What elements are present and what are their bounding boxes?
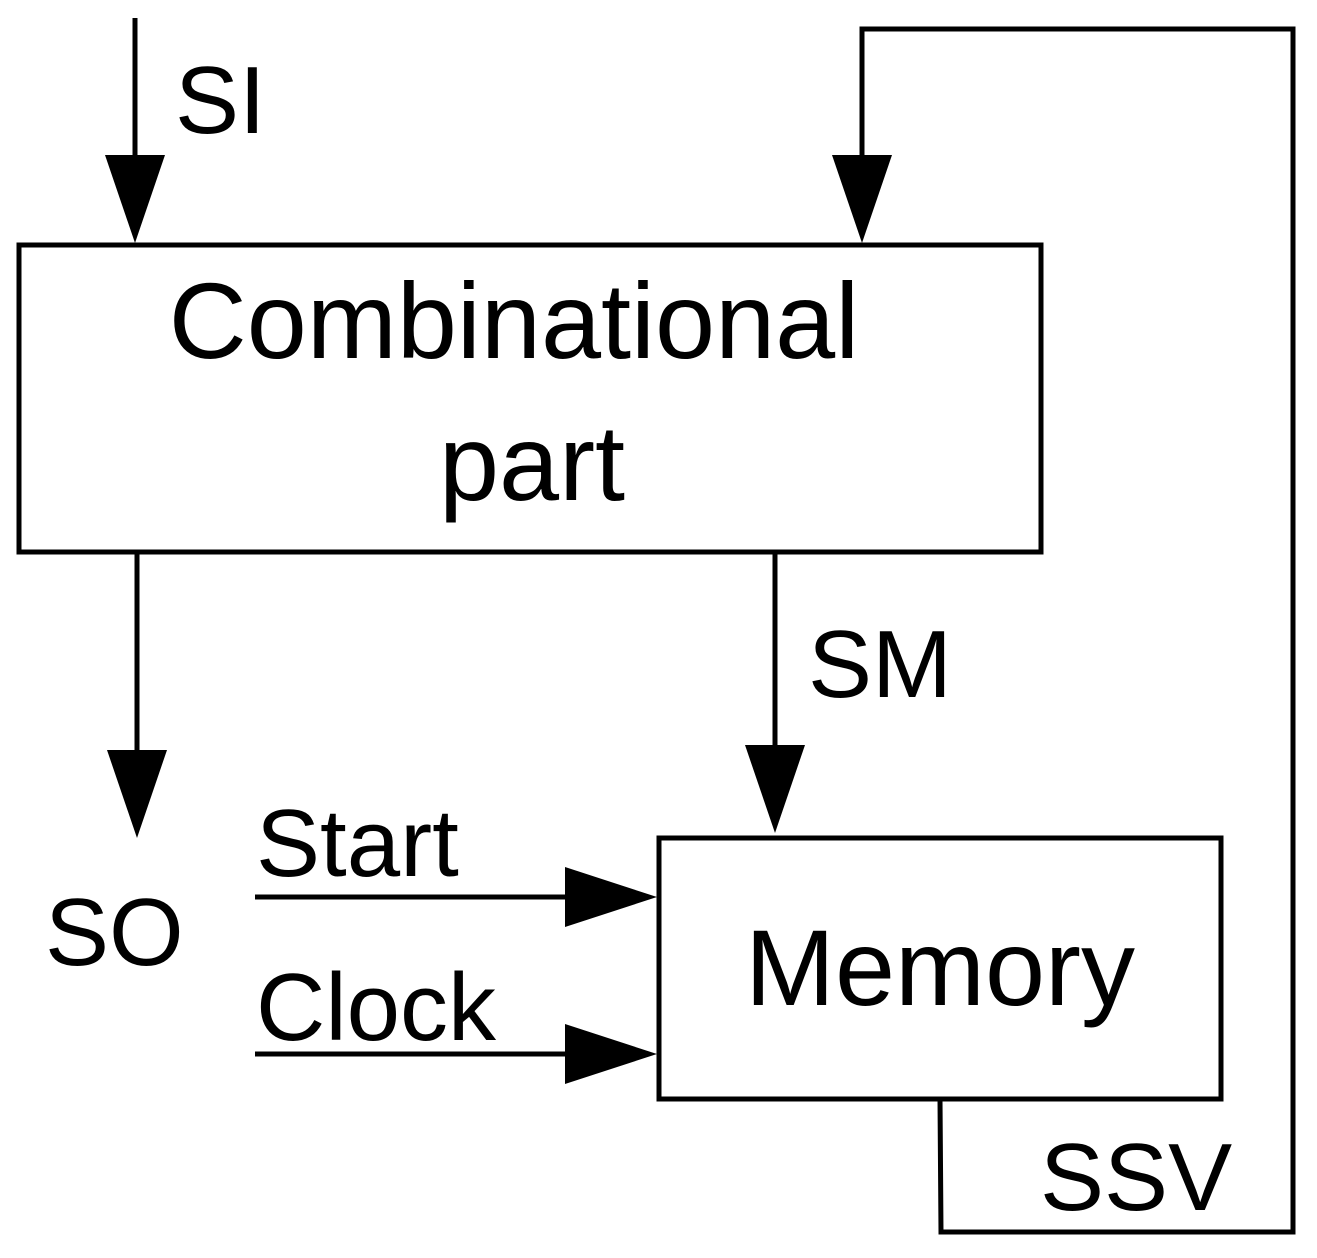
si-label: SI [175, 47, 266, 154]
ssv-label: SSV [1040, 1124, 1232, 1231]
sm-label: SM [808, 611, 952, 718]
start-arrowhead [565, 867, 657, 927]
so-arrowhead [107, 750, 167, 838]
combinational-label-line2: part [439, 402, 625, 523]
sm-arrowhead [745, 745, 805, 833]
combinational-label-line1: Combinational [169, 260, 859, 381]
clock-label: Clock [256, 954, 497, 1061]
memory-label: Memory [745, 907, 1135, 1028]
clock-arrowhead [565, 1024, 657, 1084]
start-label: Start [256, 790, 459, 897]
ssv-feedback-line [859, 26, 1296, 1235]
so-label: SO [45, 879, 184, 986]
combinational-block [16, 242, 1044, 555]
ssv-arrowhead [832, 155, 892, 243]
si-arrowhead [105, 155, 165, 243]
